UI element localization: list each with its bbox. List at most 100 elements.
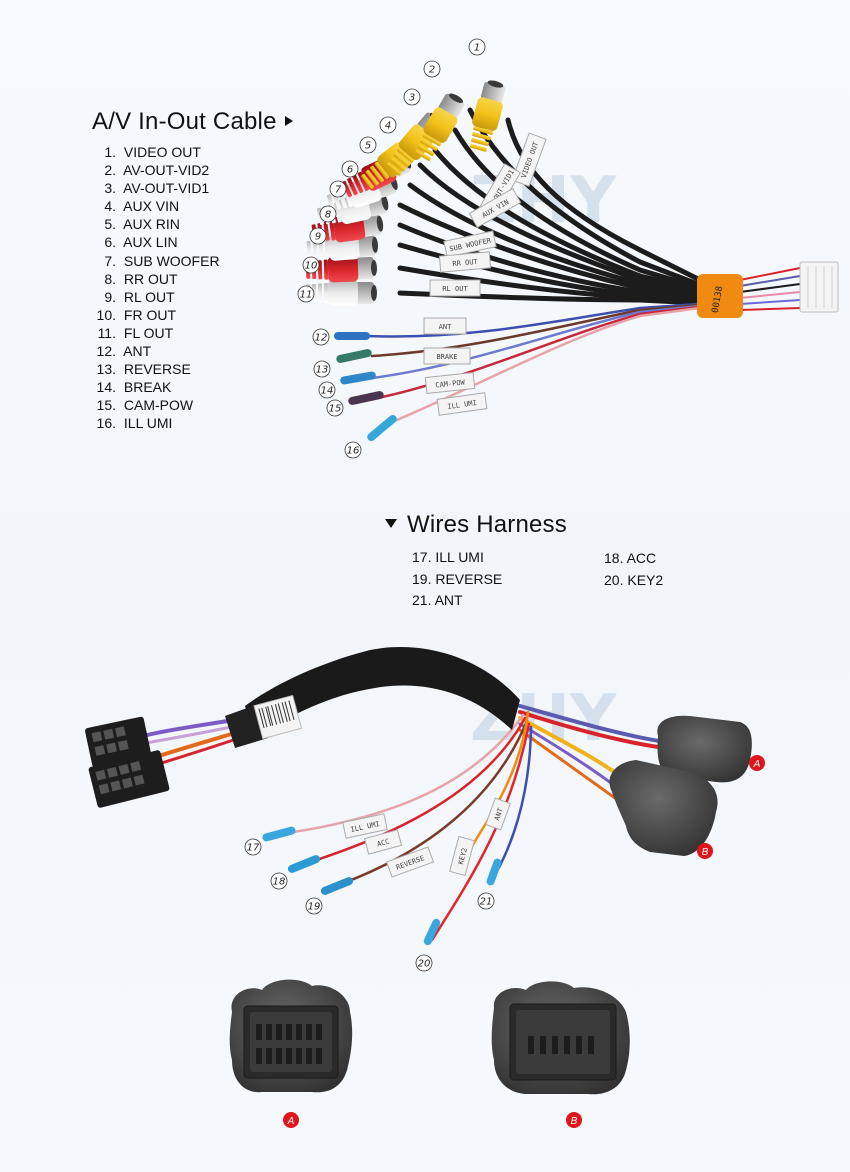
av-section-title: A/V In-Out Cable bbox=[92, 108, 293, 136]
list-item: 19. REVERSE bbox=[412, 569, 502, 591]
list-item: 11. FL OUT bbox=[92, 324, 220, 342]
left-connector-upper bbox=[85, 716, 151, 768]
callout-number: 6 bbox=[347, 165, 353, 176]
list-item-number: 13. bbox=[96, 361, 116, 378]
av-title-text: A/V In-Out Cable bbox=[92, 108, 277, 135]
list-item: 4. AUX VIN bbox=[92, 197, 220, 215]
list-item: 1. VIDEO OUT bbox=[92, 143, 220, 161]
list-item-label: REVERSE bbox=[435, 570, 503, 587]
list-item-label: KEY2 bbox=[627, 571, 664, 588]
rca-plug-2 bbox=[415, 93, 465, 162]
callout-number: 18 bbox=[273, 877, 286, 888]
rca-plug-11 bbox=[306, 280, 377, 306]
callout-number: 14 bbox=[321, 386, 334, 397]
harness-tag bbox=[342, 813, 388, 839]
callout-number: 17 bbox=[247, 843, 260, 854]
callout-number: 2 bbox=[429, 65, 435, 76]
list-item-number: 7. bbox=[104, 252, 116, 269]
barcode-label bbox=[253, 694, 303, 740]
av-wire-tips bbox=[334, 332, 397, 441]
callout-number: 12 bbox=[315, 333, 328, 344]
callout-19: 19 bbox=[305, 897, 323, 915]
harness-tag-text: ACC bbox=[376, 837, 390, 848]
list-item: 3. AV-OUT-VID1 bbox=[92, 179, 220, 197]
list-item: 10. FR OUT bbox=[92, 306, 220, 324]
callout-number: 4 bbox=[385, 121, 391, 132]
harness-tag bbox=[385, 846, 435, 878]
callout-number: 19 bbox=[308, 902, 321, 913]
list-item-number: 6. bbox=[104, 234, 116, 251]
callout-number: 1 bbox=[474, 43, 480, 54]
wire-tip-16 bbox=[367, 415, 397, 441]
callout-number: 10 bbox=[305, 261, 318, 272]
triangle-right-icon bbox=[284, 116, 293, 126]
callout-1: 1 bbox=[468, 38, 486, 56]
callout-12: 12 bbox=[312, 328, 330, 346]
list-item: 2. AV-OUT-VID2 bbox=[92, 161, 220, 179]
callout-20: 20 bbox=[415, 954, 433, 972]
list-item-label: ANT bbox=[123, 343, 152, 360]
callout-number: 3 bbox=[409, 93, 415, 104]
list-item-label: AUX RIN bbox=[123, 216, 180, 233]
list-item: 16. ILL UMI bbox=[92, 414, 220, 432]
list-item-label: ILL UMI bbox=[123, 415, 173, 432]
list-item: 14. BREAK bbox=[92, 378, 220, 396]
list-item-label: RR OUT bbox=[123, 270, 178, 287]
av-connector-pins bbox=[807, 266, 833, 308]
list-item-number: 8. bbox=[104, 270, 116, 287]
list-item-label: AV-OUT-VID2 bbox=[123, 162, 210, 179]
marker-a-harness-text: A bbox=[753, 759, 761, 770]
list-item: 20. KEY2 bbox=[604, 570, 663, 592]
list-item-label: AUX LIN bbox=[123, 234, 178, 251]
orange-tape bbox=[697, 274, 743, 318]
list-item: 9. RL OUT bbox=[92, 288, 220, 306]
av-tags: VIDEO OUT AV-OUT-VID1 AUX VIN SUB WOOFER… bbox=[423, 132, 547, 416]
list-item-label: FR OUT bbox=[123, 306, 176, 323]
wire-tip-12 bbox=[334, 332, 370, 340]
callout-13: 13 bbox=[313, 360, 331, 378]
list-item-label: SUB WOOFER bbox=[123, 252, 220, 269]
triangle-down-icon bbox=[385, 519, 397, 528]
list-item-number: 14. bbox=[96, 379, 116, 396]
list-item-label: BREAK bbox=[123, 379, 172, 396]
list-item-number: 20. bbox=[604, 571, 624, 588]
harness-sleeve bbox=[245, 647, 520, 738]
list-item-number: 9. bbox=[104, 288, 116, 305]
list-item: 7. SUB WOOFER bbox=[92, 252, 220, 270]
foam-plug-a-harness bbox=[657, 715, 752, 783]
list-item: 5. AUX RIN bbox=[92, 215, 220, 233]
list-item: 21. ANT bbox=[412, 590, 502, 612]
callout-17: 17 bbox=[244, 838, 262, 856]
list-item-label: VIDEO OUT bbox=[123, 144, 201, 160]
connector-closeup-a bbox=[229, 979, 353, 1093]
wires-title-text: Wires Harness bbox=[407, 511, 567, 538]
callout-16: 16 bbox=[344, 441, 362, 459]
wire-tip-15 bbox=[348, 391, 384, 405]
list-item: 6. AUX LIN bbox=[92, 233, 220, 251]
list-item-number: 3. bbox=[104, 180, 116, 197]
list-item-label: AV-OUT-VID1 bbox=[123, 180, 210, 197]
list-item-number: 2. bbox=[104, 162, 116, 179]
callout-5: 5 bbox=[359, 136, 377, 154]
list-item-number: 19. bbox=[412, 570, 432, 587]
list-item-number: 11. bbox=[97, 324, 116, 341]
wire-tip-17 bbox=[262, 826, 296, 842]
list-item: 17. ILL UMI bbox=[412, 547, 502, 569]
callout-3: 3 bbox=[403, 88, 421, 106]
list-item-number: 5. bbox=[104, 216, 116, 233]
harness-tag bbox=[485, 797, 511, 831]
callout-number: 13 bbox=[316, 365, 329, 376]
list-item-number: 18. bbox=[604, 550, 624, 566]
av-main-connector bbox=[799, 261, 839, 313]
list-item-number: 10. bbox=[96, 306, 116, 323]
callout-15: 15 bbox=[326, 399, 344, 417]
list-item-number: 17. bbox=[412, 549, 432, 565]
list-item-label: ILL UMI bbox=[435, 549, 484, 565]
av-tag bbox=[436, 392, 488, 416]
callout-number: 21 bbox=[480, 897, 493, 908]
marker-b-bottom-text: B bbox=[571, 1116, 578, 1127]
av-tag-text: CAM-POW bbox=[435, 378, 466, 389]
list-item-number: 21. bbox=[412, 592, 432, 608]
av-tag-text: RR OUT bbox=[452, 258, 479, 268]
